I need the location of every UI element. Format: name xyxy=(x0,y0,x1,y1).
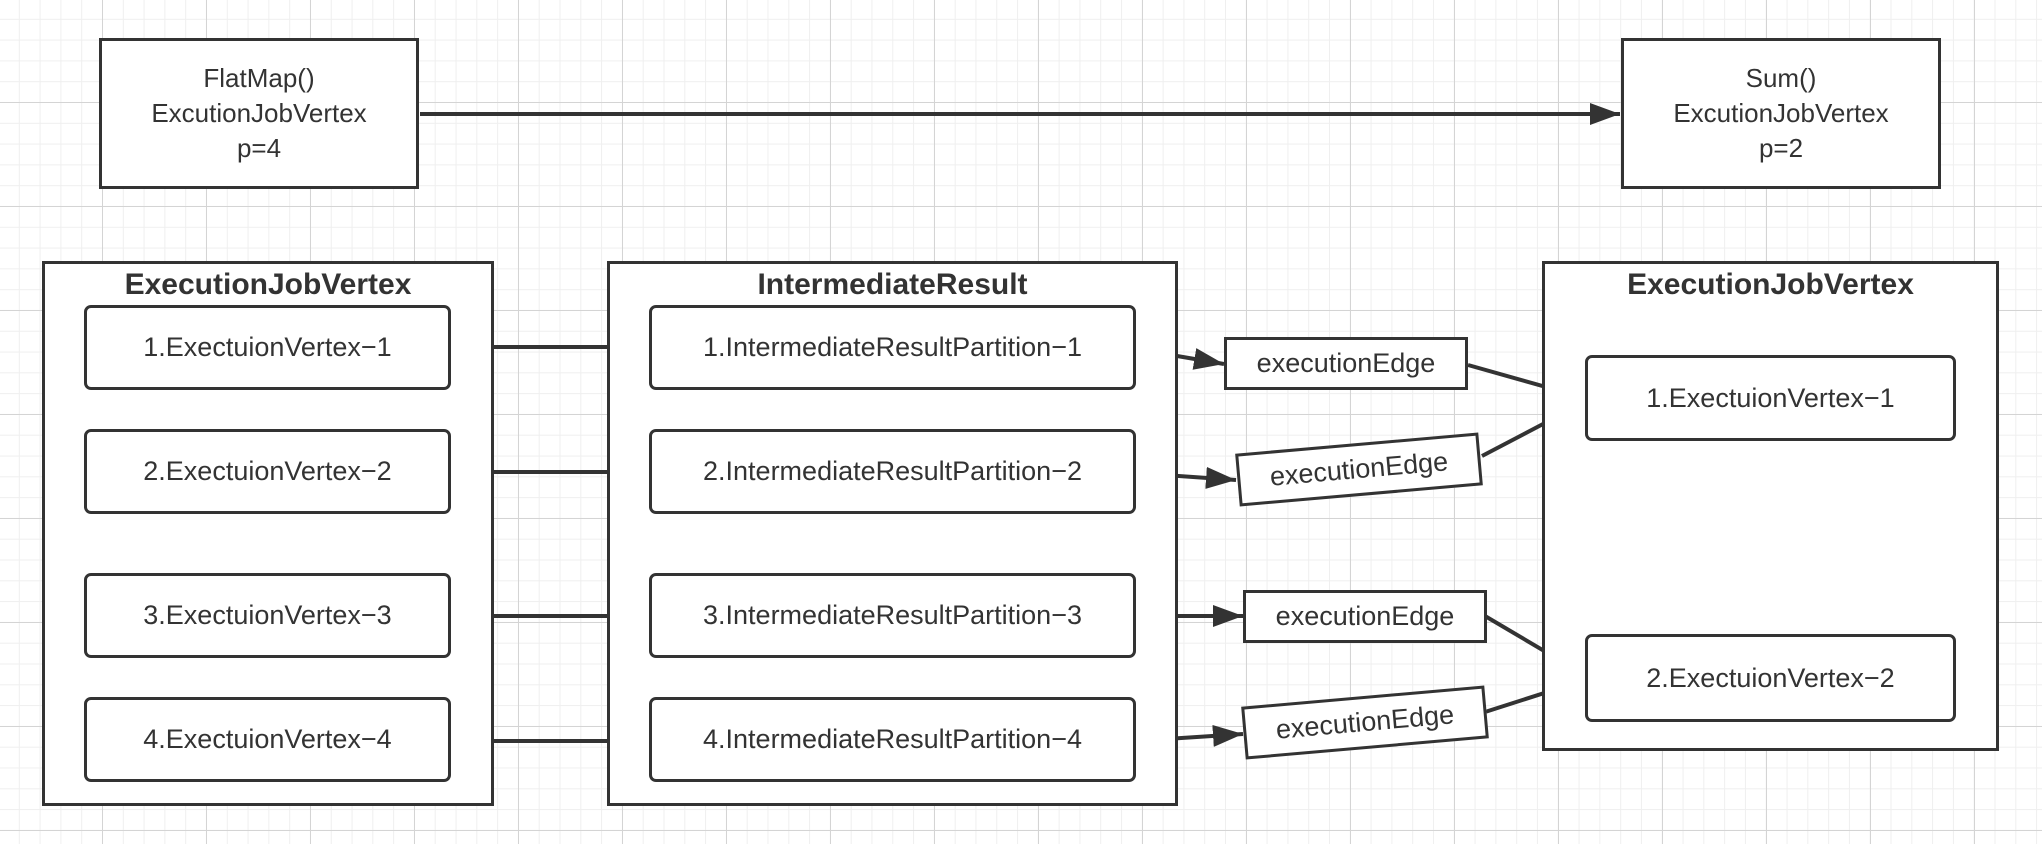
sum-job-vertex[interactable]: Sum() ExcutionJobVertex p=2 xyxy=(1621,38,1941,189)
partition-2[interactable]: 2.IntermediateResultPartition−2 xyxy=(649,429,1136,514)
execution-edge-4[interactable]: executionEdge xyxy=(1241,685,1489,760)
left-vertex-2[interactable]: 2.ExectuionVertex−2 xyxy=(84,429,451,514)
flatmap-operator-label: FlatMap() xyxy=(203,63,315,93)
flatmap-type-label: ExcutionJobVertex xyxy=(151,98,367,128)
execution-edge-1[interactable]: executionEdge xyxy=(1224,337,1468,390)
right-vertex-2[interactable]: 2.ExectuionVertex−2 xyxy=(1585,634,1956,722)
sum-parallelism-label: p=2 xyxy=(1758,133,1804,163)
sum-operator-label: Sum() xyxy=(1745,63,1817,93)
right-container-title: ExecutionJobVertex xyxy=(1627,268,1914,301)
flatmap-job-vertex[interactable]: FlatMap() ExcutionJobVertex p=4 xyxy=(99,38,419,189)
left-vertex-1[interactable]: 1.ExectuionVertex−1 xyxy=(84,305,451,390)
left-vertex-4[interactable]: 4.ExectuionVertex−4 xyxy=(84,697,451,782)
sum-type-label: ExcutionJobVertex xyxy=(1673,98,1889,128)
partition-1[interactable]: 1.IntermediateResultPartition−1 xyxy=(649,305,1136,390)
left-vertex-3[interactable]: 3.ExectuionVertex−3 xyxy=(84,573,451,658)
partition-4[interactable]: 4.IntermediateResultPartition−4 xyxy=(649,697,1136,782)
intermediate-result-title: IntermediateResult xyxy=(757,268,1028,301)
left-container-title: ExecutionJobVertex xyxy=(124,268,412,301)
right-vertex-1[interactable]: 1.ExectuionVertex−1 xyxy=(1585,355,1956,441)
execution-edge-3[interactable]: executionEdge xyxy=(1243,590,1487,643)
flatmap-parallelism-label: p=4 xyxy=(236,133,282,163)
partition-3[interactable]: 3.IntermediateResultPartition−3 xyxy=(649,573,1136,658)
execution-edge-2[interactable]: executionEdge xyxy=(1235,432,1483,507)
